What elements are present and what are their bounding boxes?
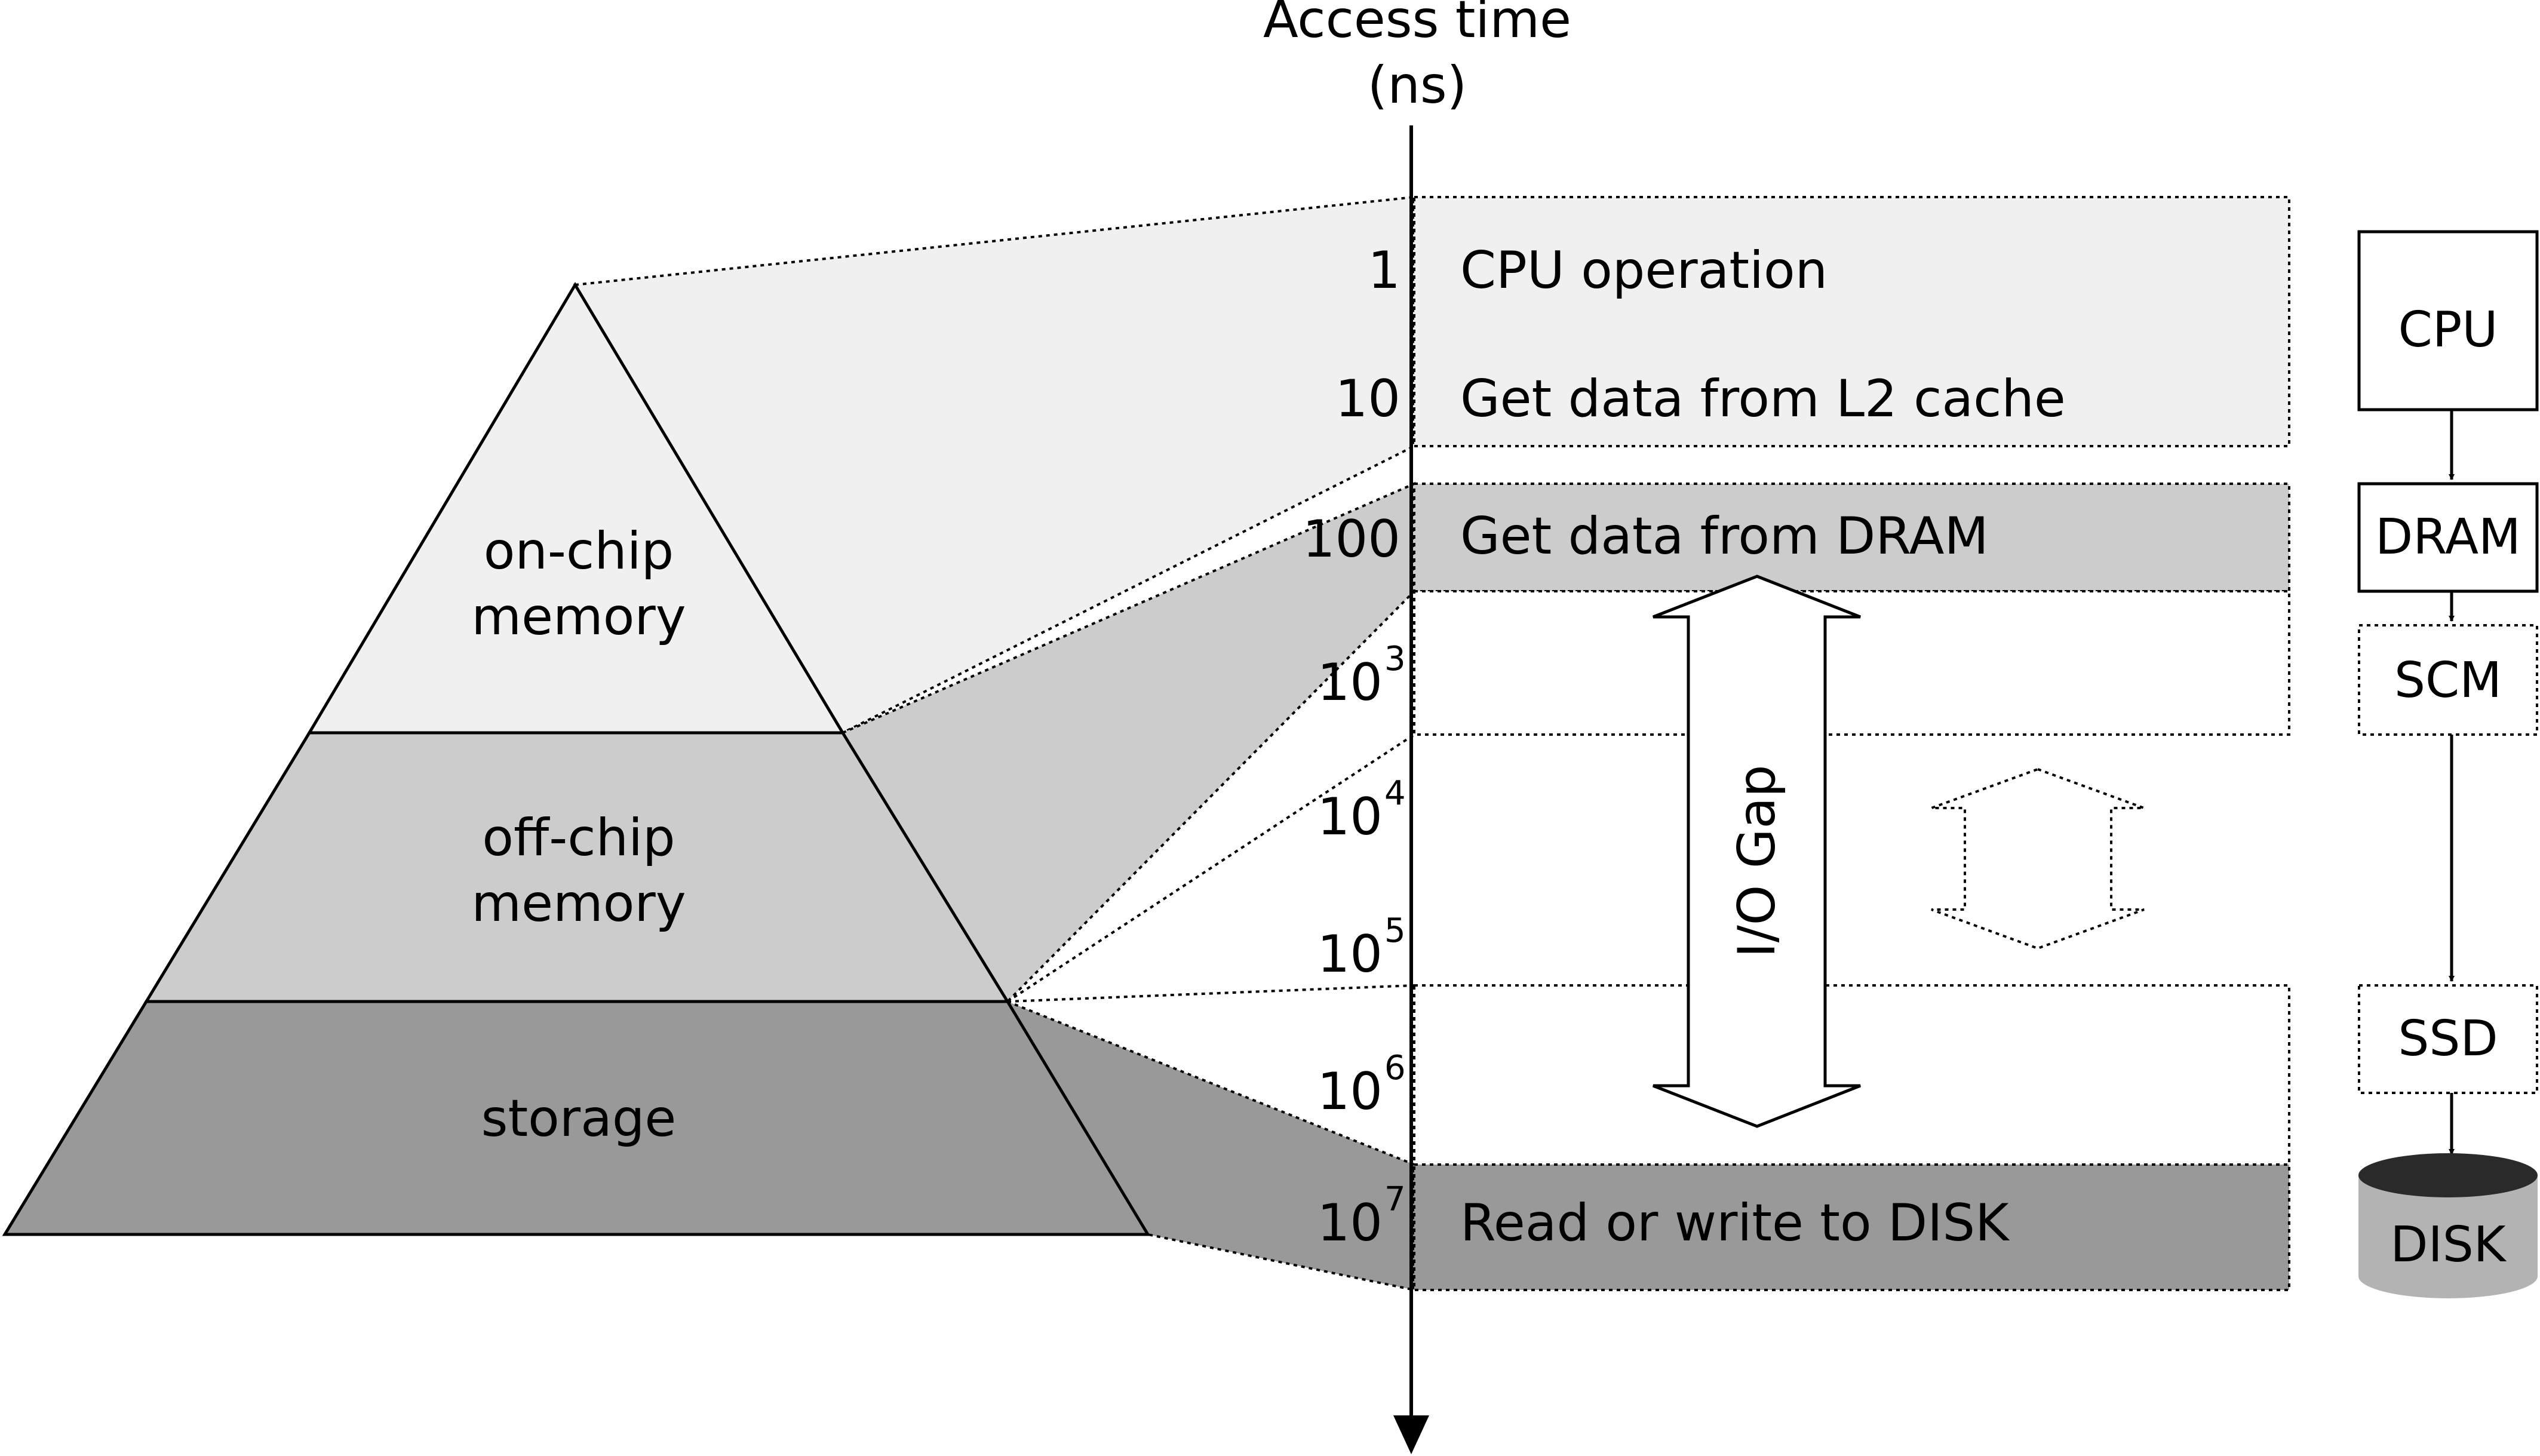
- scm-projection-line: [1006, 733, 1415, 1003]
- small-gap-double-arrow: [1931, 767, 2145, 950]
- svg-text:3: 3: [1384, 640, 1406, 678]
- io-gap-double-arrow: [1653, 575, 1861, 1128]
- onchip-projection-band: [573, 195, 1415, 735]
- svg-text:6: 6: [1384, 1049, 1406, 1088]
- dram-box-label: DRAM: [2375, 509, 2521, 566]
- svg-text:5: 5: [1384, 911, 1406, 950]
- tick-label-2: 100: [1303, 509, 1400, 569]
- cpu-l2-row: [1413, 196, 2290, 447]
- disk-row: [1413, 1163, 2290, 1291]
- tick-label-7: 10 7: [1317, 1180, 1406, 1253]
- ssd-box: [2358, 984, 2538, 1094]
- ssd-box-label: SSD: [2398, 1010, 2498, 1067]
- svg-text:10: 10: [1317, 653, 1383, 712]
- scm-row: [1413, 590, 2290, 736]
- tick-label-0: 1: [1368, 241, 1400, 300]
- svg-text:10: 10: [1317, 787, 1383, 847]
- event-cpu-operation: CPU operation: [1460, 241, 1828, 300]
- svg-text:100: 100: [1303, 509, 1400, 569]
- svg-text:10: 10: [1335, 369, 1400, 429]
- cpu-box: [2357, 230, 2539, 411]
- event-dram: Get data from DRAM: [1460, 506, 1989, 566]
- disk-cylinder-icon: [2358, 1153, 2538, 1298]
- dram-box: [2357, 482, 2539, 593]
- disk-cylinder-label: DISK: [2390, 1217, 2507, 1273]
- svg-text:10: 10: [1317, 1062, 1383, 1122]
- scm-box-label: SCM: [2394, 652, 2502, 709]
- ssd-projection-line: [1007, 984, 1415, 1003]
- tick-label-5: 10 5: [1317, 911, 1406, 984]
- pyramid-bottom-label: storage: [481, 1089, 677, 1148]
- pyramid-mid-label-line1: off-chip: [482, 808, 675, 868]
- scm-box: [2358, 624, 2538, 736]
- axis-title-line2: (ns): [1368, 56, 1467, 115]
- pyramid-top-label-line2: memory: [471, 587, 686, 647]
- ssd-row: [1413, 984, 2290, 1166]
- tick-label-3: 10 3: [1317, 640, 1406, 712]
- pyramid-mid-label-line2: memory: [471, 874, 686, 933]
- io-gap-label: I/O Gap: [1727, 764, 1787, 957]
- axis-arrowhead: [1393, 1415, 1429, 1454]
- svg-text:10: 10: [1317, 1193, 1383, 1253]
- pyramid-bottom-tier: [2, 1000, 1151, 1236]
- event-l2-cache: Get data from L2 cache: [1460, 369, 2066, 429]
- cpu-box-label: CPU: [2398, 302, 2498, 358]
- tick-label-4: 10 4: [1317, 774, 1406, 847]
- tick-label-1: 10: [1335, 369, 1400, 429]
- dram-row: [1413, 483, 2290, 592]
- axis-title-line1: Access time: [1263, 0, 1571, 50]
- tick-label-6: 10 6: [1317, 1049, 1406, 1122]
- svg-text:10: 10: [1317, 924, 1383, 984]
- svg-text:7: 7: [1384, 1180, 1406, 1219]
- svg-text:1: 1: [1368, 241, 1400, 300]
- event-disk: Read or write to DISK: [1460, 1193, 2010, 1253]
- svg-text:4: 4: [1384, 774, 1406, 813]
- pyramid-top-label-line1: on-chip: [484, 521, 674, 581]
